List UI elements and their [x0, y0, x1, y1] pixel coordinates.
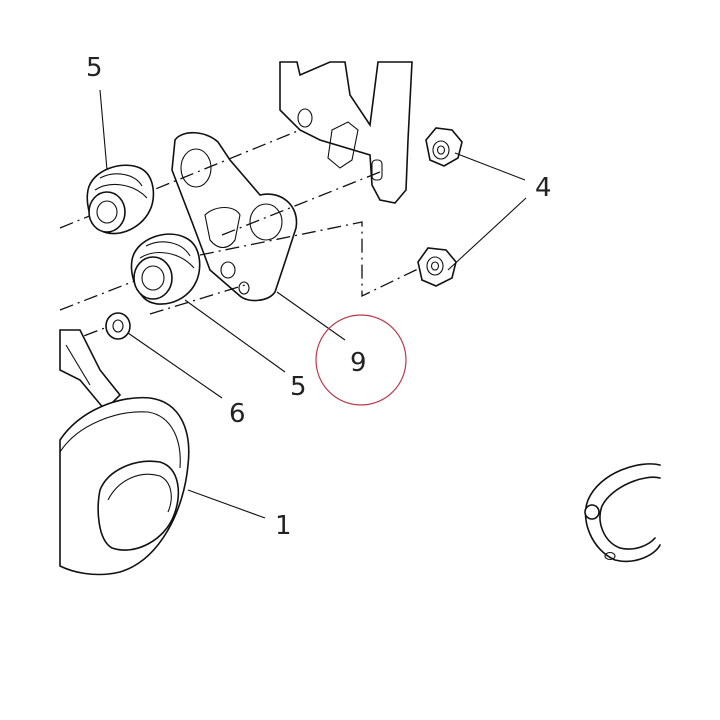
washer — [105, 312, 131, 340]
callout-6: 6 — [229, 399, 246, 429]
swing-plate — [171, 131, 298, 302]
flange-nut-upper — [425, 127, 463, 167]
bushing-upper — [86, 164, 155, 235]
callout-9: 9 — [350, 348, 367, 378]
bushing-lower — [130, 233, 201, 305]
leader-lines — [99, 89, 527, 519]
callout-1: 1 — [275, 511, 292, 541]
callout-5-lower: 5 — [290, 372, 307, 402]
clip-ring — [584, 463, 661, 563]
frame-bracket — [279, 61, 413, 204]
wheel-assembly — [59, 329, 190, 576]
callout-4: 4 — [535, 173, 552, 203]
callout-5-top: 5 — [86, 53, 103, 83]
highlight-circle — [315, 314, 407, 406]
flange-nut-lower — [417, 247, 457, 287]
